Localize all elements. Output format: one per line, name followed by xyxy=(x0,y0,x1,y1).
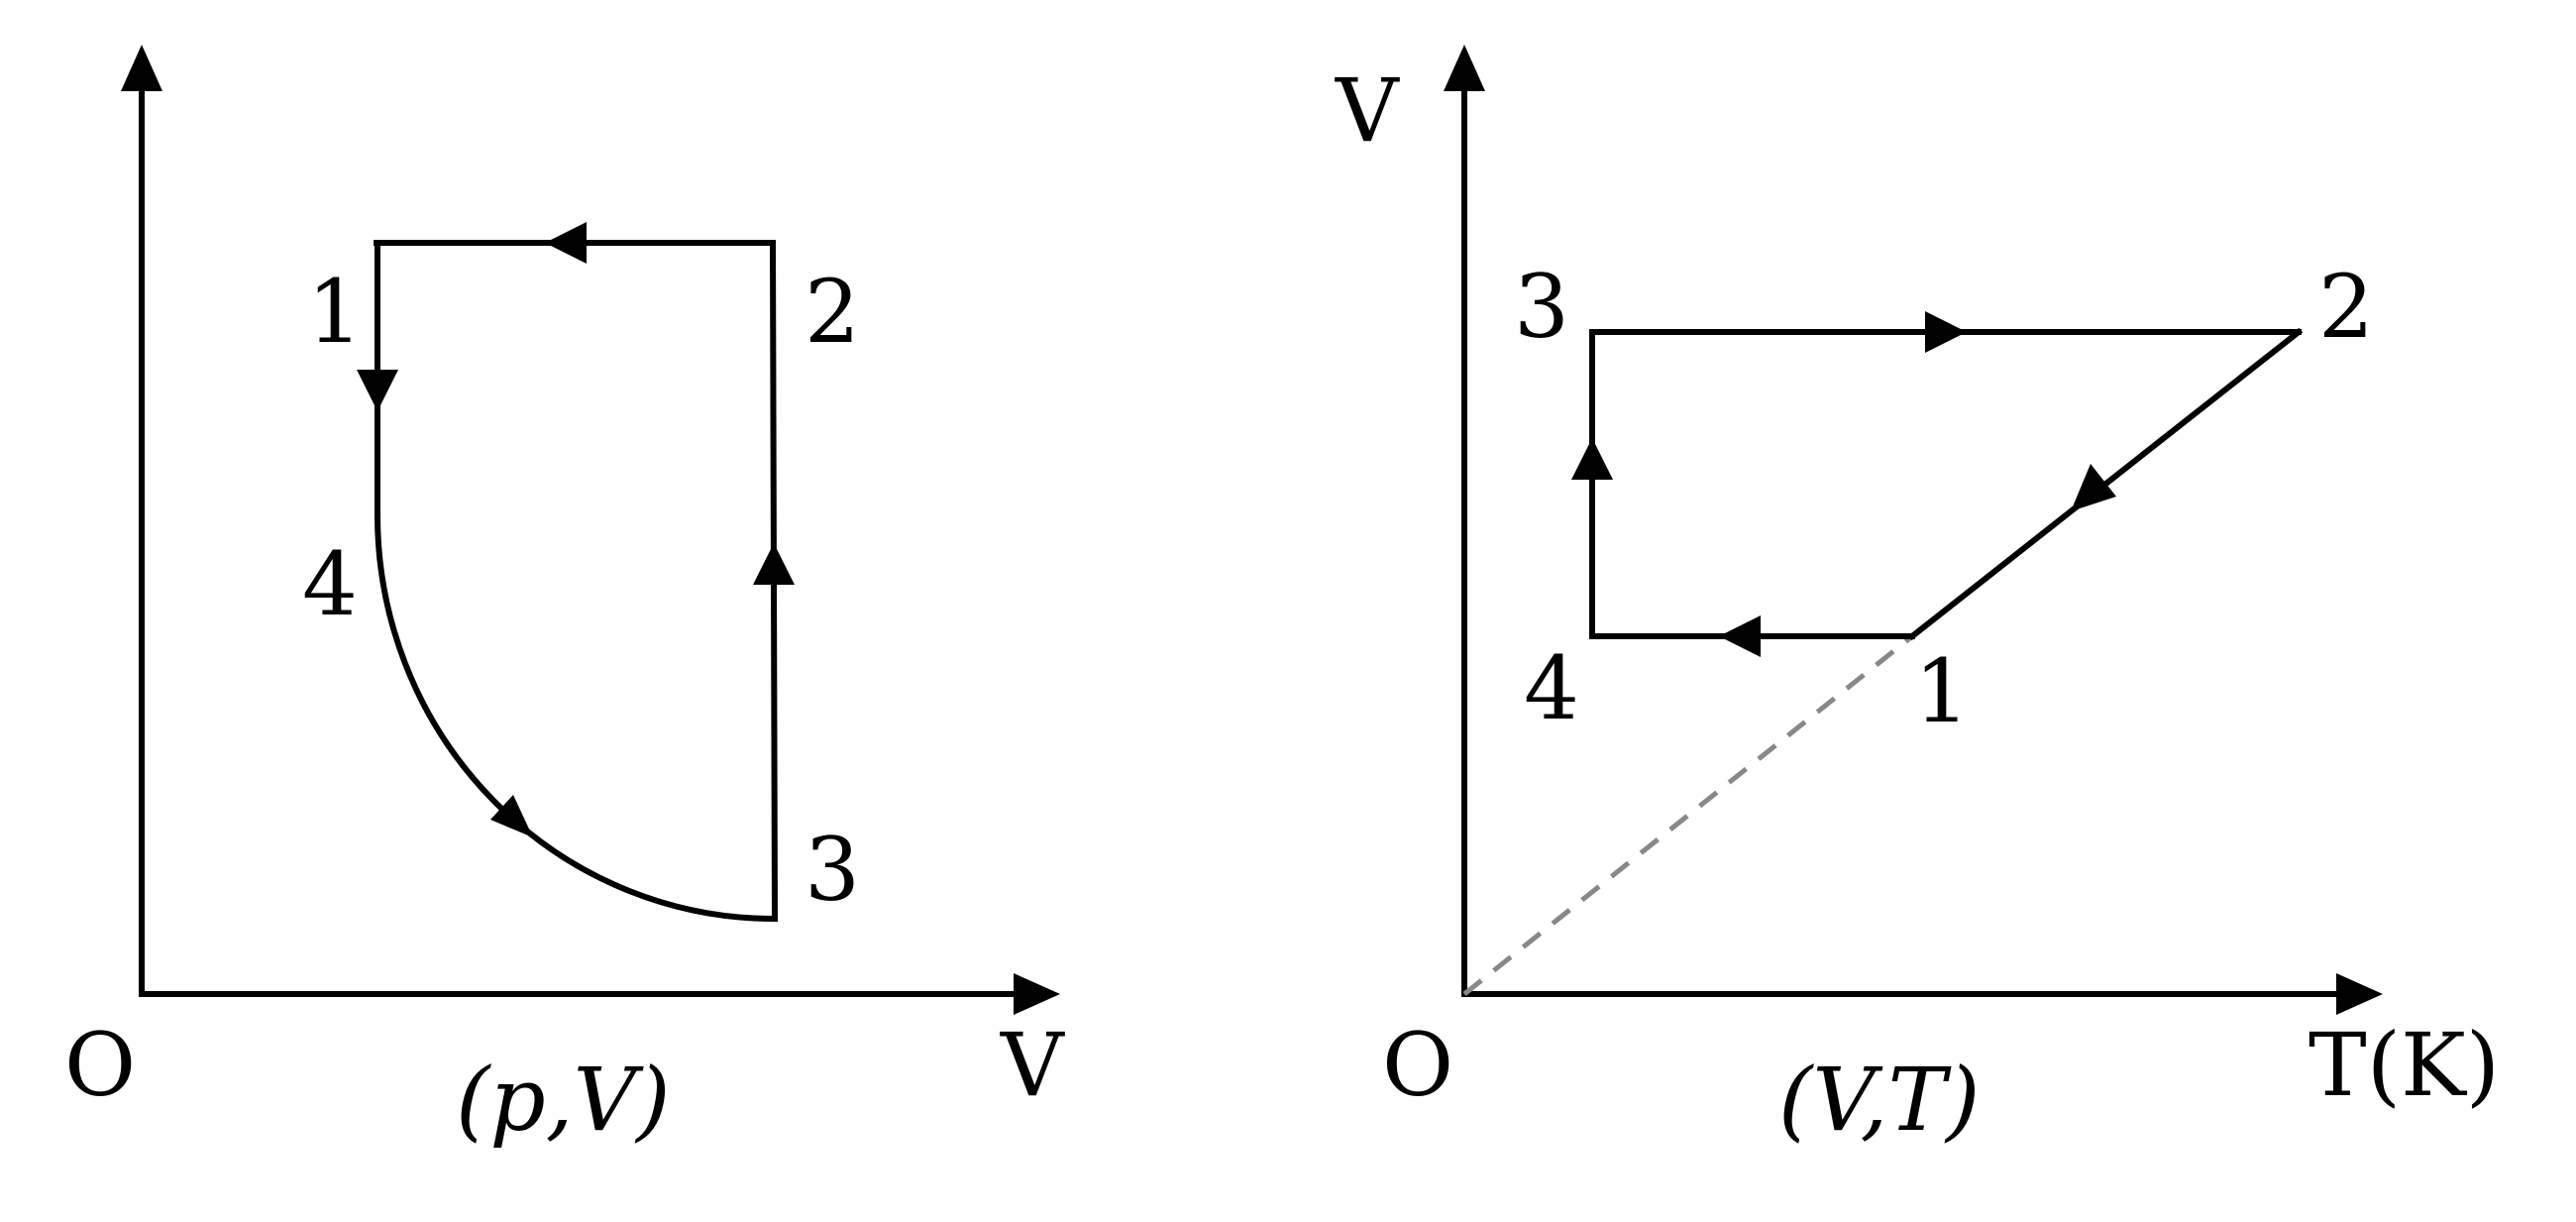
vt-point-3-label: 3 xyxy=(1514,256,1569,358)
vt-diagram: 1 2 3 4 O T(K) V (V,T) xyxy=(1335,45,2500,1151)
pv-point-3-label: 3 xyxy=(805,819,860,921)
vt-point-4-label: 4 xyxy=(1524,637,1579,739)
vt-y-axis-label: V xyxy=(1335,59,1400,162)
vt-arrow-1-4 xyxy=(1719,615,1761,657)
vt-point-1-label: 1 xyxy=(1914,640,1970,742)
pv-origin-label: O xyxy=(64,1014,136,1116)
pv-y-axis-arrowhead xyxy=(121,45,162,91)
vt-arrow-4-3 xyxy=(1571,438,1613,480)
pv-arrow-3-2 xyxy=(753,543,795,585)
pv-caption: (p,V) xyxy=(456,1049,671,1151)
pv-arrow-2-1 xyxy=(545,222,587,264)
vt-y-axis-arrowhead xyxy=(1444,45,1485,91)
pv-x-axis-arrowhead xyxy=(1014,973,1060,1015)
pv-arrow-1-4 xyxy=(357,370,398,411)
vt-arrow-3-2 xyxy=(1925,311,1967,353)
pv-arrow-4-3 xyxy=(490,795,533,837)
vt-arrow-2-1 xyxy=(2071,464,2116,511)
vt-dashed-extension xyxy=(1462,634,1914,996)
pv-diagram: 1 2 3 4 O V (p,V) xyxy=(64,45,1065,1151)
pv-point-1-label: 1 xyxy=(307,261,363,363)
pv-process-4-3-curve xyxy=(374,511,778,923)
pv-x-axis-label: V xyxy=(1000,1014,1065,1116)
vt-caption: (V,T) xyxy=(1778,1049,1981,1151)
vt-x-axis-label: T(K) xyxy=(2308,1014,2500,1116)
vt-point-2-label: 2 xyxy=(2318,256,2374,358)
vt-origin-label: O xyxy=(1382,1014,1453,1116)
pv-point-4-label: 4 xyxy=(302,533,358,635)
pv-point-2-label: 2 xyxy=(805,261,860,363)
vt-x-axis-arrowhead xyxy=(2336,973,2383,1015)
